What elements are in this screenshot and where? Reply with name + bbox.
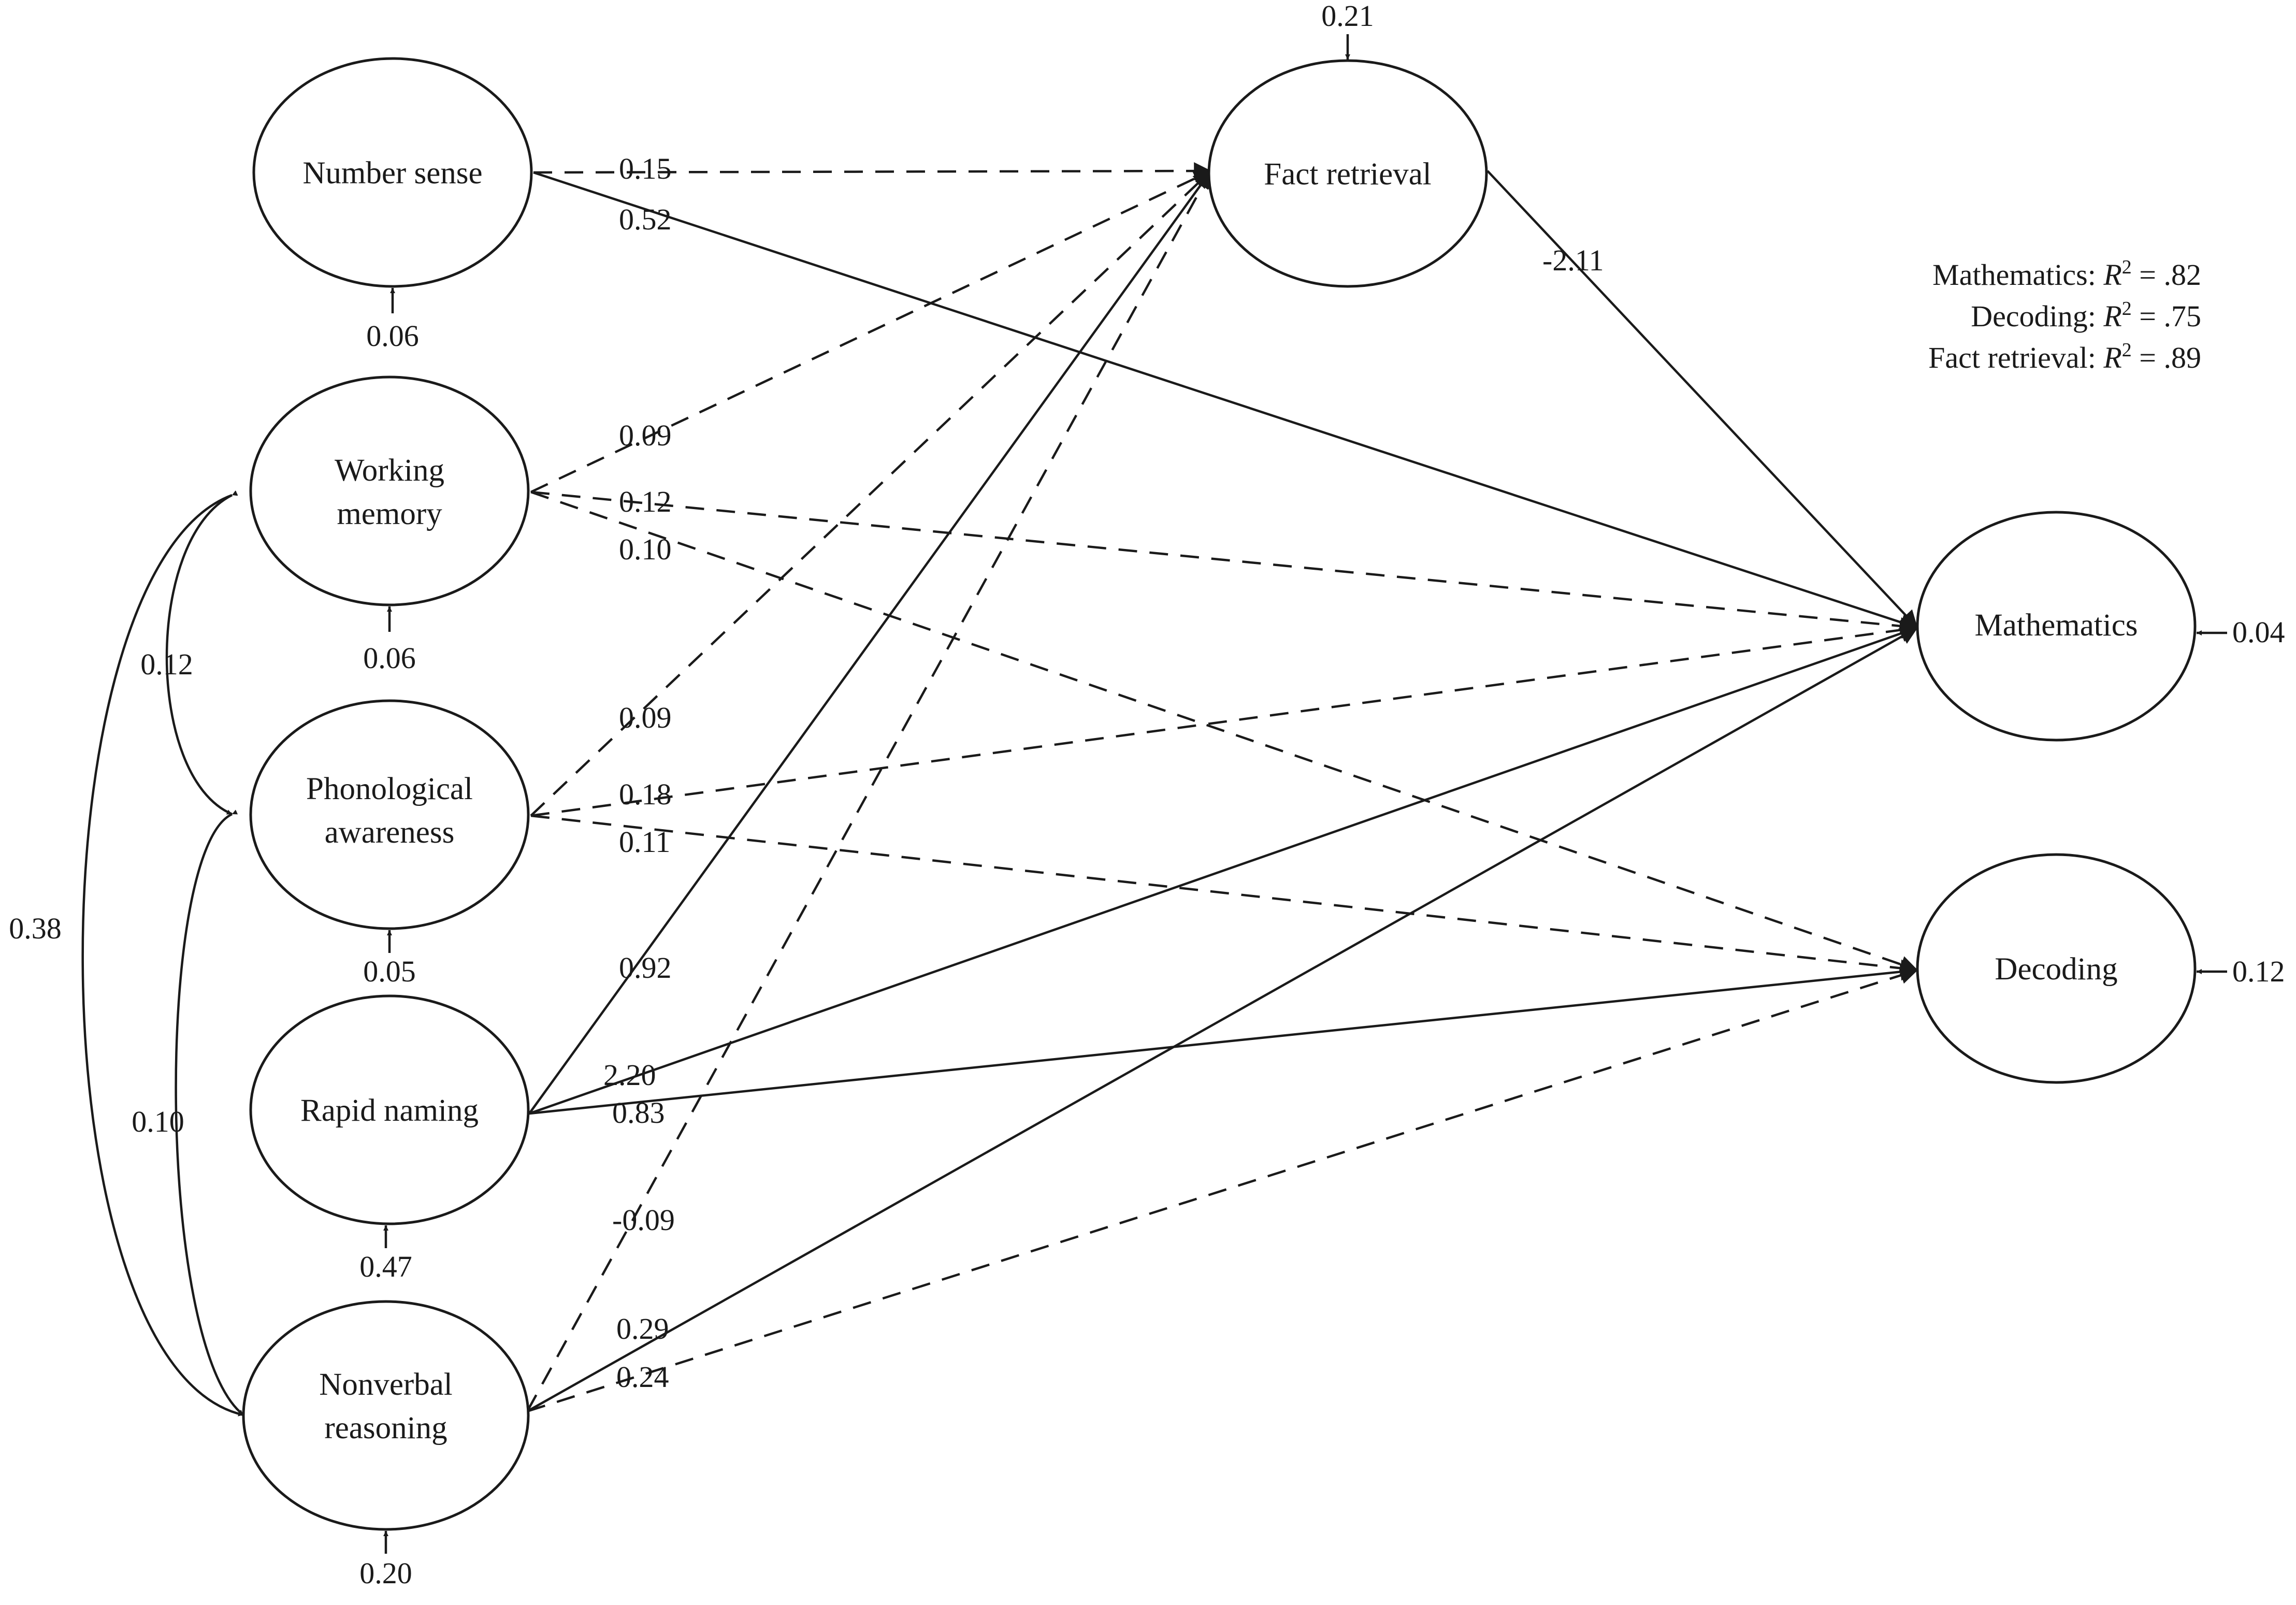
node-label-phonological-line2: awareness: [325, 815, 455, 850]
residual-labels: 0.06 0.06 0.05 0.47 0.20 0.21 0.04 0.12: [359, 0, 2285, 1590]
coef-rapid-naming-mathematics: 2.20: [603, 1058, 656, 1092]
covariance-labels: 0.12 0.10 0.38: [9, 647, 193, 1138]
covariance-label-pa-nv: 0.10: [132, 1105, 184, 1138]
coef-working-memory-fact-retrieval: 0.09: [619, 418, 672, 452]
covariance-label-wm-pa: 0.12: [140, 647, 193, 681]
path-rapid-naming-to-mathematics: [529, 625, 1918, 1115]
residual-label-decoding: 0.12: [2232, 955, 2285, 988]
node-label-decoding: Decoding: [1995, 952, 2117, 987]
node-label-nonverbal-line1: Nonverbal: [319, 1367, 452, 1402]
coef-nonverbal-mathematics: 0.29: [616, 1312, 669, 1346]
path-nonverbal-reasoning-to-mathematics: [526, 627, 1918, 1412]
path-rapid-naming-to-fact-retrieval: [528, 170, 1212, 1115]
node-number-sense: Number sense: [252, 57, 533, 288]
r-squared-fact-retrieval: Fact retrieval: R2 = .89: [1928, 339, 2201, 374]
node-fact-retrieval: Fact retrieval: [1207, 59, 1488, 288]
coef-phonological-decoding: 0.11: [619, 825, 670, 859]
node-nonverbal-reasoning: Nonverbal reasoning: [242, 1300, 530, 1531]
r-squared-decoding: Decoding: R2 = .75: [1971, 298, 2201, 333]
residual-label-mathematics: 0.04: [2232, 615, 2285, 649]
r-squared-mathematics: Mathematics: R2 = .82: [1932, 256, 2201, 292]
covariance-arc-working-memory-phonological: [165, 490, 238, 816]
residual-label-nonverbal: 0.20: [359, 1556, 412, 1590]
coef-fact-retrieval-mathematics: -2.11: [1542, 243, 1604, 277]
node-label-fact-retrieval: Fact retrieval: [1264, 157, 1431, 192]
residual-label-fact-retrieval: 0.21: [1321, 0, 1374, 33]
coef-number-sense-mathematics: 0.52: [619, 203, 672, 236]
structural-paths: [526, 162, 1918, 1413]
path-coefficients: 0.15 0.52 0.09 0.12 0.10 0.09 0.18 0.11 …: [603, 152, 1604, 1394]
node-label-phonological-line1: Phonological: [306, 772, 473, 806]
residual-label-phonological: 0.05: [363, 955, 416, 988]
coef-phonological-mathematics: 0.18: [619, 777, 672, 811]
node-label-working-memory-line1: Working: [335, 453, 444, 488]
path-fact-retrieval-to-mathematics: [1486, 170, 1918, 629]
path-phonological-awareness-to-decoding: [530, 814, 1918, 977]
coef-number-sense-fact-retrieval: 0.15: [619, 152, 672, 185]
path-working-memory-to-decoding: [530, 490, 1918, 973]
residual-label-rapid-naming: 0.47: [359, 1250, 412, 1283]
residual-arrows: [383, 34, 2227, 1554]
node-decoding: Decoding: [1916, 853, 2197, 1084]
path-rapid-naming-to-decoding: [529, 963, 1918, 1115]
path-number-sense-to-fact-retrieval: [533, 162, 1212, 180]
node-label-rapid-naming: Rapid naming: [300, 1093, 479, 1128]
path-phonological-awareness-to-mathematics: [530, 621, 1918, 817]
node-working-memory: Working memory: [249, 375, 530, 606]
coef-working-memory-mathematics: 0.12: [619, 485, 672, 518]
node-label-nonverbal-line2: reasoning: [324, 1411, 447, 1445]
path-nonverbal-reasoning-to-decoding: [527, 966, 1918, 1413]
residual-label-working-memory: 0.06: [363, 641, 416, 675]
coef-nonverbal-fact-retrieval: -0.09: [612, 1203, 675, 1237]
covariance-label-wm-nv: 0.38: [9, 912, 62, 945]
node-label-working-memory-line2: memory: [337, 497, 442, 531]
path-working-memory-to-mathematics: [530, 490, 1918, 635]
coef-rapid-naming-fact-retrieval: 0.92: [619, 951, 672, 985]
covariance-arc-working-memory-nonverbal: [81, 490, 244, 1416]
node-mathematics: Mathematics: [1916, 511, 2197, 742]
node-rapid-naming: Rapid naming: [249, 994, 530, 1225]
path-number-sense-to-mathematics: [533, 171, 1918, 631]
covariance-arc-phonological-nonverbal: [175, 809, 244, 1416]
coef-phonological-fact-retrieval: 0.09: [619, 701, 672, 734]
coef-rapid-naming-decoding: 0.83: [612, 1096, 665, 1130]
node-label-mathematics: Mathematics: [1974, 608, 2138, 643]
node-phonological-awareness: Phonological awareness: [249, 699, 530, 930]
covariance-arcs: [81, 490, 244, 1416]
r-squared-legend: Mathematics: R2 = .82 Decoding: R2 = .75…: [1928, 256, 2201, 374]
path-working-memory-to-fact-retrieval: [530, 169, 1212, 494]
coef-nonverbal-decoding: 0.24: [616, 1360, 669, 1394]
coef-working-memory-decoding: 0.10: [619, 532, 672, 566]
path-phonological-awareness-to-fact-retrieval: [530, 170, 1212, 817]
path-nonverbal-reasoning-to-fact-retrieval: [526, 170, 1212, 1412]
residual-label-number-sense: 0.06: [366, 319, 419, 353]
node-label-number-sense: Number sense: [302, 156, 482, 191]
